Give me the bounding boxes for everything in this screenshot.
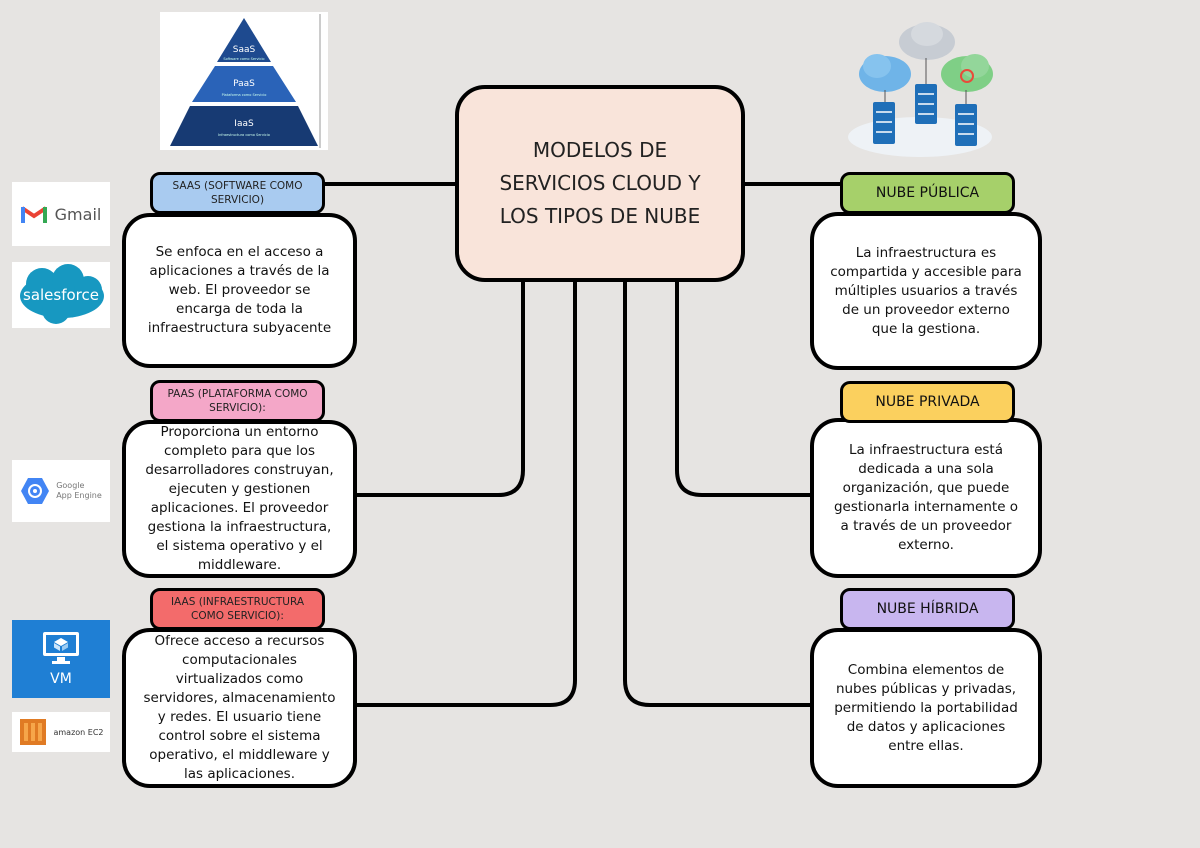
public-cloud-tag: NUBE PÚBLICA (840, 172, 1015, 214)
private-cloud-description-box: La infraestructura está dedicada a una s… (810, 418, 1042, 578)
app-engine-label-2: App Engine (56, 491, 102, 500)
public-cloud-description: La infraestructura es compartida y acces… (830, 244, 1022, 337)
pyramid-iaas-sublabel: Infraestructura como Servicio (218, 133, 270, 137)
pyramid-saas-label: SaaS (233, 45, 256, 55)
hybrid-cloud-tag-label: NUBE HÍBRIDA (876, 601, 979, 617)
monitor-icon (43, 632, 79, 664)
private-cloud-tag: NUBE PRIVADA (840, 381, 1015, 423)
connector-paas (353, 280, 525, 497)
iaas-description-box: Ofrece acceso a recursos computacionales… (122, 628, 357, 788)
pyramid-saas-sublabel: Software como Servicio (223, 57, 264, 61)
pyramid-paas-label: PaaS (233, 79, 255, 89)
main-title-box: MODELOS DE SERVICIOS CLOUD Y LOS TIPOS D… (455, 85, 745, 282)
cloud-servers-illustration (845, 12, 995, 162)
main-title-line3: LOS TIPOS DE NUBE (499, 204, 701, 228)
private-cloud-tag-label: NUBE PRIVADA (875, 394, 980, 410)
connector-private (675, 280, 814, 497)
gmail-icon (20, 206, 47, 223)
ec2-icon (20, 719, 47, 745)
salesforce-label: salesforce (23, 286, 99, 304)
saas-tag-label: SAAS (SOFTWARE COMO SERVICIO) (172, 180, 303, 206)
hybrid-cloud-description-box: Combina elementos de nubes públicas y pr… (810, 628, 1042, 788)
public-cloud-tag-label: NUBE PÚBLICA (875, 185, 980, 201)
main-title-line2: SERVICIOS CLOUD Y (499, 171, 701, 195)
saas-description: Se enfoca en el acceso a aplicaciones a … (147, 244, 332, 336)
gmail-logo: Gmail (12, 182, 110, 246)
private-cloud-description: La infraestructura está dedicada a una s… (833, 442, 1019, 553)
app-engine-label-1: Google (56, 481, 85, 490)
app-engine-icon (21, 478, 50, 504)
paas-tag: PAAS (PLATAFORMA COMO SERVICIO): (150, 380, 325, 422)
paas-tag-label: PAAS (PLATAFORMA COMO SERVICIO): (167, 388, 308, 414)
cloud-icon (859, 22, 993, 92)
connector-hybrid (623, 280, 814, 707)
iaas-description: Ofrece acceso a recursos computacionales… (143, 633, 336, 782)
saas-description-box: Se enfoca en el acceso a aplicaciones a … (122, 213, 357, 368)
service-models-pyramid: SaaS Software como Servicio PaaS Platafo… (160, 12, 328, 150)
hybrid-cloud-tag: NUBE HÍBRIDA (840, 588, 1015, 630)
azure-vm-logo: VM (12, 620, 110, 698)
google-app-engine-logo: Google App Engine (12, 460, 110, 522)
connector-iaas (350, 280, 577, 707)
main-title-line1: MODELOS DE (532, 138, 668, 162)
vm-label: VM (50, 671, 72, 687)
hybrid-cloud-description: Combina elementos de nubes públicas y pr… (834, 661, 1018, 754)
iaas-tag-label: IAAS (INFRAESTRUCTURA COMO SERVICIO): (170, 596, 305, 622)
paas-description: Proporciona un entorno completo para que… (145, 424, 334, 573)
pyramid-paas-sublabel: Plataforma como Servicio (222, 93, 267, 97)
gmail-label: Gmail (54, 204, 102, 224)
salesforce-logo: salesforce (12, 262, 110, 328)
public-cloud-description-box: La infraestructura es compartida y acces… (810, 212, 1042, 370)
ec2-label: amazon EC2 (53, 727, 104, 737)
pyramid-iaas-label: IaaS (234, 119, 254, 129)
iaas-tag: IAAS (INFRAESTRUCTURA COMO SERVICIO): (150, 588, 325, 630)
saas-tag: SAAS (SOFTWARE COMO SERVICIO) (150, 172, 325, 214)
paas-description-box: Proporciona un entorno completo para que… (122, 420, 357, 578)
amazon-ec2-logo: amazon EC2 (12, 712, 110, 752)
